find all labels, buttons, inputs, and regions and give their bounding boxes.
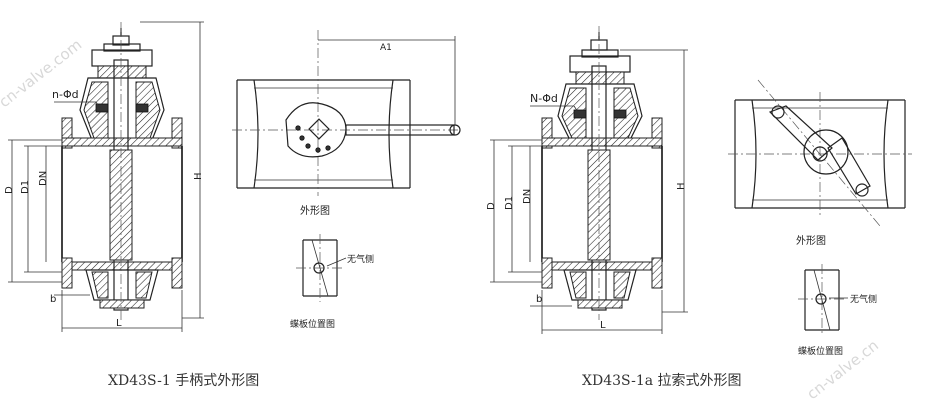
left-D1-label: D1: [20, 180, 31, 194]
left-plate-side-label: 无气侧: [347, 253, 374, 265]
left-H-label: H: [193, 172, 204, 180]
right-D-label: D: [486, 202, 497, 210]
right-b-label: b: [536, 294, 542, 305]
right-outline-view: [728, 79, 912, 227]
left-L-label: L: [116, 318, 122, 329]
left-DN-label: DN: [38, 171, 49, 186]
left-outline-view: [232, 30, 461, 196]
left-bolt-spec-label: n-Φd: [52, 88, 79, 101]
left-valve-section: [8, 21, 204, 332]
right-plate-position: [798, 264, 848, 336]
left-caption: XD43S-1 手柄式外形图: [108, 373, 259, 389]
right-L-label: L: [600, 320, 606, 331]
right-bolt-spec-label: N-Φd: [530, 92, 558, 105]
left-plate-position: [296, 234, 347, 302]
right-plate-title: 蝶板位置图: [798, 345, 843, 357]
right-valve-section: [490, 26, 688, 334]
left-plate-title: 蝶板位置图: [290, 318, 335, 330]
right-outline-title: 外形图: [796, 235, 826, 247]
left-A1-label: A1: [380, 43, 392, 53]
left-D-label: D: [4, 186, 15, 194]
right-caption: XD43S-1a 拉索式外形图: [582, 372, 742, 389]
right-D1-label: D1: [504, 196, 515, 210]
right-H-label: H: [676, 182, 687, 190]
left-outline-title: 外形图: [300, 205, 330, 217]
right-DN-label: DN: [522, 189, 533, 204]
left-b-label: b: [50, 294, 56, 305]
right-plate-side-label: 无气侧: [850, 293, 877, 305]
